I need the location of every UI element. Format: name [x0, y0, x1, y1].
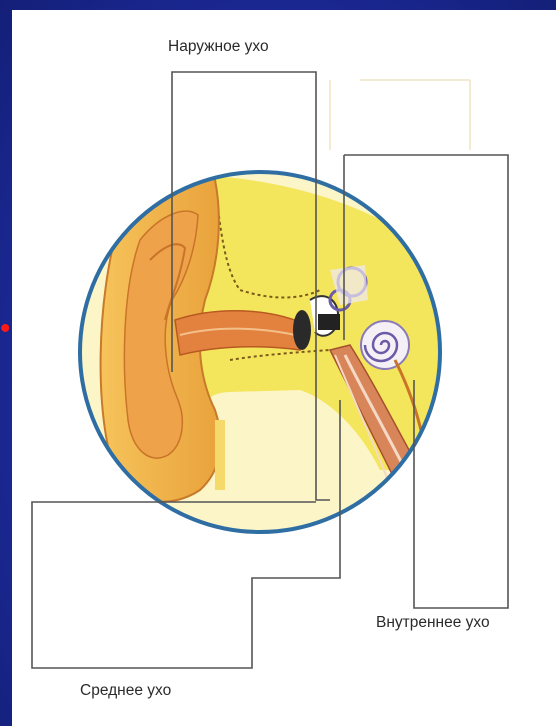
eardrum — [293, 310, 311, 350]
faint-background-lines — [330, 80, 470, 150]
label-outer-ear: Наружное ухо — [168, 38, 269, 56]
stapes-block — [318, 314, 340, 330]
label-middle-ear: Среднее ухо — [80, 682, 171, 700]
earlobe-stem — [215, 420, 225, 490]
cochlea — [361, 321, 409, 369]
label-inner-ear: Внутреннее ухо — [376, 614, 490, 632]
